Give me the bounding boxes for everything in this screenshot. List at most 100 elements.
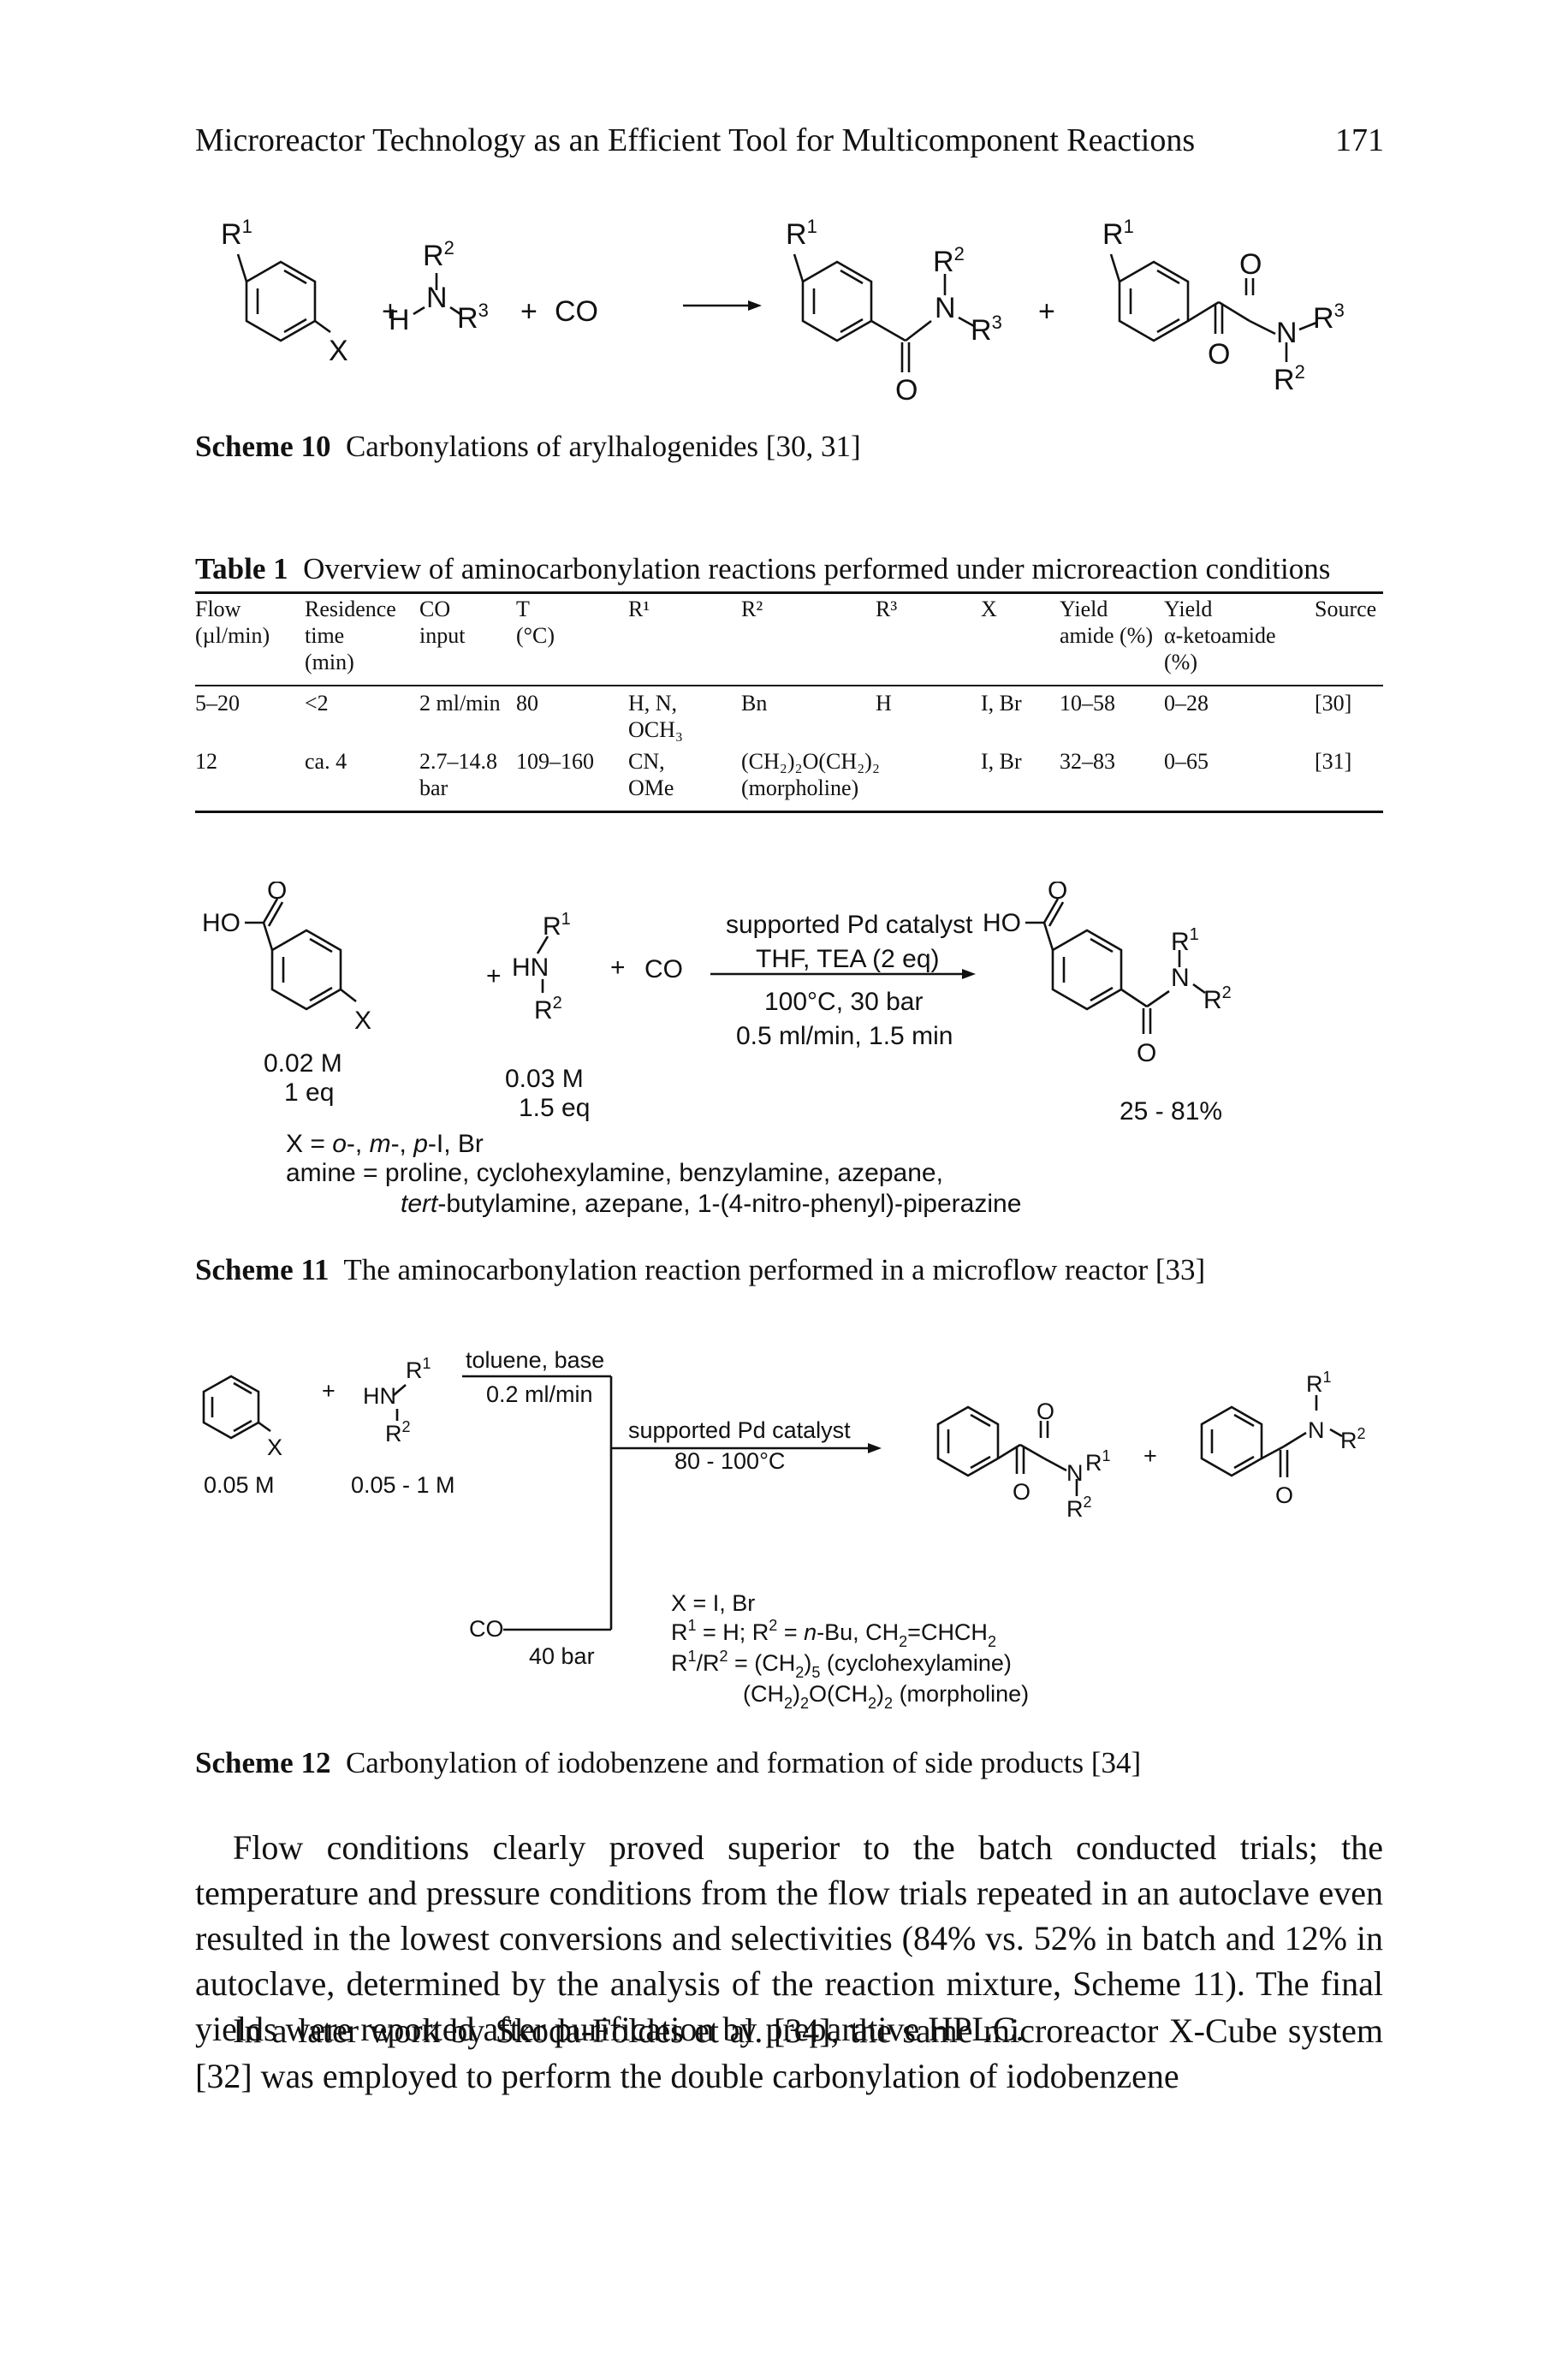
h-label: H [389,304,410,336]
r3-label: R3 [457,300,489,335]
table-header-cell: X [981,596,997,675]
table-cell-line: CN, [628,749,665,774]
table-cell: [31] [1315,748,1351,775]
oxygen-label: O [267,882,287,905]
table-header-line: (°C) [516,623,555,648]
table-cell-line: ca. 4 [305,749,347,774]
running-title: Microreactor Technology as an Efficient … [195,122,1196,158]
table-header-line: (µl/min) [195,623,270,648]
table-header-cell: Flow(µl/min) [195,596,270,675]
table-cell: 32–83 [1060,748,1115,775]
plus-sign: + [610,953,626,982]
morpholine-definition: (CH2)2O(CH2)2 (morpholine) [743,1681,1029,1712]
table-header-cell: R¹ [628,596,650,675]
table-header-cell: R³ [876,596,897,675]
table-header-line [741,649,763,675]
table-header-line [981,622,997,649]
r1-label: R1 [1085,1447,1111,1476]
table-cell-line: 0–65 [1164,749,1209,774]
table-cell-line: 109–160 [516,749,594,774]
table-cell-line: H, N, [628,691,678,716]
table-cell: 10–58 [1060,690,1115,716]
scheme-11-caption: Scheme 11 The aminocarbonylation reactio… [195,1253,1206,1286]
amine-hn-label: HN [363,1383,396,1409]
r2-label: R2 [1203,983,1232,1014]
solvent-label: toluene, base [466,1347,604,1373]
plus-sign: + [322,1378,336,1404]
table-cell: 0–28 [1164,690,1209,716]
r2-label: R2 [385,1418,411,1446]
table-header-line: R³ [876,597,898,621]
table-header-line: X [981,597,997,621]
body-paragraph: In a later work by Skoda-Foldes et al. [… [195,2011,1383,2095]
r1-label: R1 [1102,216,1134,251]
table-cell-line: I, Br [981,749,1022,774]
table-cell-line: 10–58 [1060,691,1115,716]
scheme-10-caption: Scheme 10 Carbonylations of arylhalogeni… [195,430,861,463]
table-cell: H [876,690,892,716]
table-header-line: CO [419,597,451,621]
x-definition: X = o-, m-, p-I, Br [286,1130,484,1158]
table-header-line: (%) [1164,650,1197,674]
table-header-line: time [305,623,345,648]
table-cell-line: I, Br [981,691,1022,716]
plus-sign: + [1143,1443,1157,1469]
r3-label: R3 [1313,300,1345,335]
amine-equivalents: 1.5 eq [519,1094,590,1122]
cyclic-amine-definition: R1/R2 = (CH2)5 (cyclohexylamine) [671,1648,1012,1681]
condition-catalyst: supported Pd catalyst [726,911,973,939]
table-header-line [876,649,897,675]
r1-label: R1 [1171,925,1199,956]
table-top-rule [195,591,1383,594]
table-cell: ca. 4 [305,748,347,775]
table-header-line: R² [741,597,763,621]
body-paragraph: Flow conditions clearly proved superior … [195,1828,1383,2048]
table-cell-line: OCH₃ [628,717,683,742]
table-cell [876,748,882,775]
plus-sign: + [382,295,399,328]
table-cell-line: Bn [741,691,768,716]
table-cell: 0–65 [1164,748,1209,775]
scheme-12-figure: X + HN R1 R2 0.05 M 0.05 - 1 M toluene, … [202,1347,1366,1712]
oxygen-label: O [1013,1479,1030,1505]
r2-label: R2 [1340,1425,1366,1453]
table-header-cell: R² [741,596,763,675]
plus-sign: + [1038,295,1055,328]
table-header-line [628,649,650,675]
table-cell: I, Br [981,748,1022,775]
table-cell-line: 0–28 [1164,691,1209,716]
table-cell-line: 5–20 [195,691,240,716]
table-cell: 12 [195,748,217,775]
substituent-definition: R1 = H; R2 = n-Bu, CH2=CHCH2 [671,1617,996,1650]
r1-label: R1 [406,1355,431,1383]
condition-temperature: 100°C, 30 bar [764,988,923,1016]
r2-label: R2 [1274,361,1305,396]
table-header-line [516,649,555,675]
table-cell: [30] [1315,690,1351,716]
plus-sign: + [486,962,502,990]
aryl-equivalents: 1 eq [284,1078,334,1107]
table-cell-line: OMe [628,775,674,800]
aryl-concentration: 0.02 M [264,1049,342,1078]
table-header-cell: Source [1315,596,1376,675]
oxygen-label: O [1208,338,1230,371]
table-header-line [628,622,650,649]
table-header-line: Yield [1060,597,1108,621]
table-cell-line [876,748,882,775]
temperature-label: 80 - 100°C [674,1448,785,1474]
table-header-line: (min) [305,650,354,674]
r1-label: R1 [543,910,571,941]
table-bottom-rule [195,811,1383,813]
amine-concentration: 0.03 M [505,1065,584,1093]
table-cell: 2 ml/min [419,690,501,716]
aryl-concentration: 0.05 M [204,1472,275,1498]
r1-label: R1 [1306,1369,1332,1397]
n-label: N [1066,1460,1084,1486]
hydroxyl-label: HO [202,909,241,937]
condition-flow: 0.5 ml/min, 1.5 min [736,1022,953,1050]
flow-label: 0.2 ml/min [486,1381,593,1407]
table-header-line [1315,649,1376,675]
